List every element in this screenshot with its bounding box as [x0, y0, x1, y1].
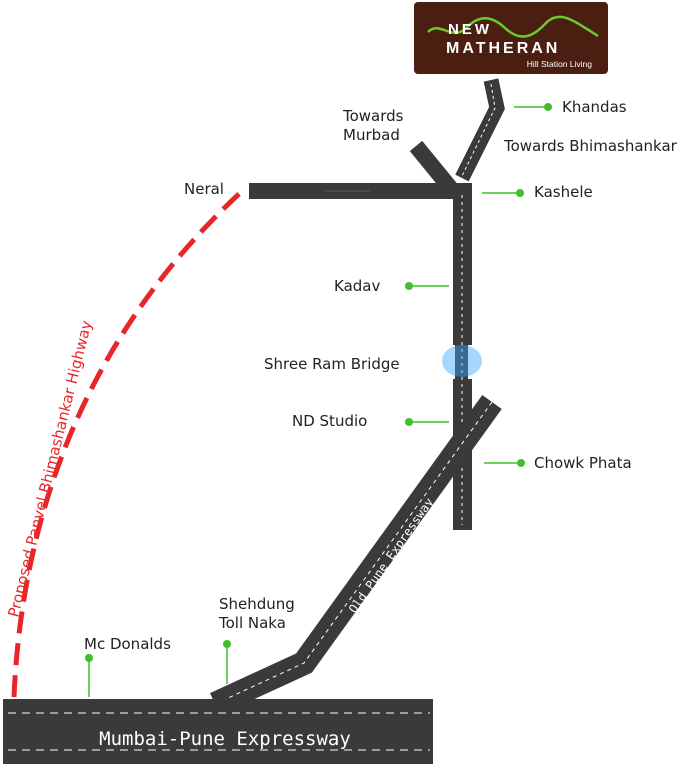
marker-mcdonalds [85, 654, 93, 697]
marker-chowk-phata [484, 459, 525, 467]
logo-line2: MATHERAN [446, 40, 560, 57]
label-towards-murbad-1: Towards [342, 107, 404, 125]
old-expressway-label: Old Pune Expressway [346, 495, 436, 615]
label-towards-bhimashankar: Towards Bhimashankar [503, 137, 678, 155]
label-shehdung-1: Shehdung [219, 595, 295, 613]
label-chowk-phata: Chowk Phata [534, 454, 632, 472]
neral-road [249, 183, 471, 199]
logo-tagline: Hill Station Living [527, 59, 592, 69]
label-towards-murbad-2: Murbad [343, 126, 400, 144]
label-neral: Neral [184, 180, 224, 198]
proposed-highway-line [11, 191, 242, 698]
proposed-highway-label: Proposed Panvel Bhimashankar Highway [4, 318, 95, 619]
bhimashankar-road: Towards Bhimashankar [446, 78, 505, 182]
marker-kashele [482, 189, 524, 197]
label-mcdonalds: Mc Donalds [84, 635, 171, 653]
old-pune-expressway: Old Pune Expressway [209, 394, 502, 715]
label-khandas: Khandas [562, 98, 627, 116]
label-kashele: Kashele [534, 183, 593, 201]
marker-shehdung [223, 640, 231, 684]
new-matheran-logo: NEW MATHERAN Hill Station Living [414, 2, 608, 74]
mumbai-pune-expressway: Mumbai-Pune Expressway [3, 699, 433, 764]
marker-khandas [514, 103, 552, 111]
marker-kadav [405, 282, 449, 290]
murbad-road [409, 140, 459, 196]
marker-nd-studio [405, 418, 449, 426]
logo-line1: NEW [448, 21, 492, 38]
label-bridge: Shree Ram Bridge [264, 355, 400, 373]
label-nd-studio: ND Studio [292, 412, 367, 430]
label-shehdung-2: Toll Naka [218, 614, 286, 632]
bridge-glow [442, 345, 482, 377]
label-kadav: Kadav [334, 277, 380, 295]
expressway-label: Mumbai-Pune Expressway [99, 728, 351, 750]
